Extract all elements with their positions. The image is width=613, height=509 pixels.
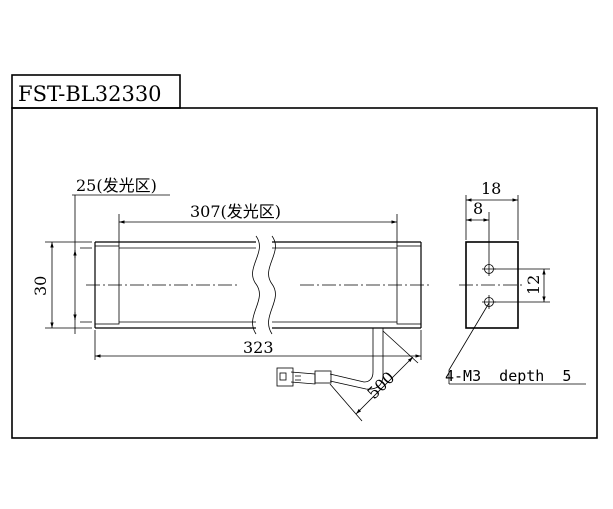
hole-spec-label: 4-M3 depth 5 xyxy=(445,367,571,385)
note-hole-spec: 4-M3 depth 5 xyxy=(445,302,586,385)
emit-length-label: 307(发光区) xyxy=(190,202,281,221)
side-view xyxy=(459,241,524,329)
dim-emit-length: 307(发光区) xyxy=(118,202,398,246)
dim-side-offset: 8 xyxy=(466,199,490,262)
cable-length-label: 500 xyxy=(363,368,398,403)
height-label: 30 xyxy=(31,276,50,296)
dim-total-length: 323 xyxy=(94,330,422,360)
dim-emit-width: 25(发光区) xyxy=(72,176,170,334)
dim-hole-spacing: 12 xyxy=(494,268,550,303)
dim-height: 30 xyxy=(31,241,92,329)
hole-spacing-label: 12 xyxy=(524,275,543,295)
dim-cable-length: 500 xyxy=(329,330,419,422)
light-bar-front-view xyxy=(86,235,430,335)
side-width-label: 18 xyxy=(481,179,501,198)
connector-plug xyxy=(276,367,294,387)
emit-width-label: 25(发光区) xyxy=(76,176,157,195)
drawing-frame xyxy=(11,107,598,439)
side-offset-label: 8 xyxy=(473,199,483,218)
title-text: FST-BL32330 xyxy=(18,82,162,106)
title-block: FST-BL32330 xyxy=(11,74,181,109)
cable-assembly xyxy=(276,328,384,390)
dim-side-width: 18 xyxy=(465,179,519,240)
cable-sleeve xyxy=(314,370,332,384)
total-length-label: 323 xyxy=(243,338,274,357)
